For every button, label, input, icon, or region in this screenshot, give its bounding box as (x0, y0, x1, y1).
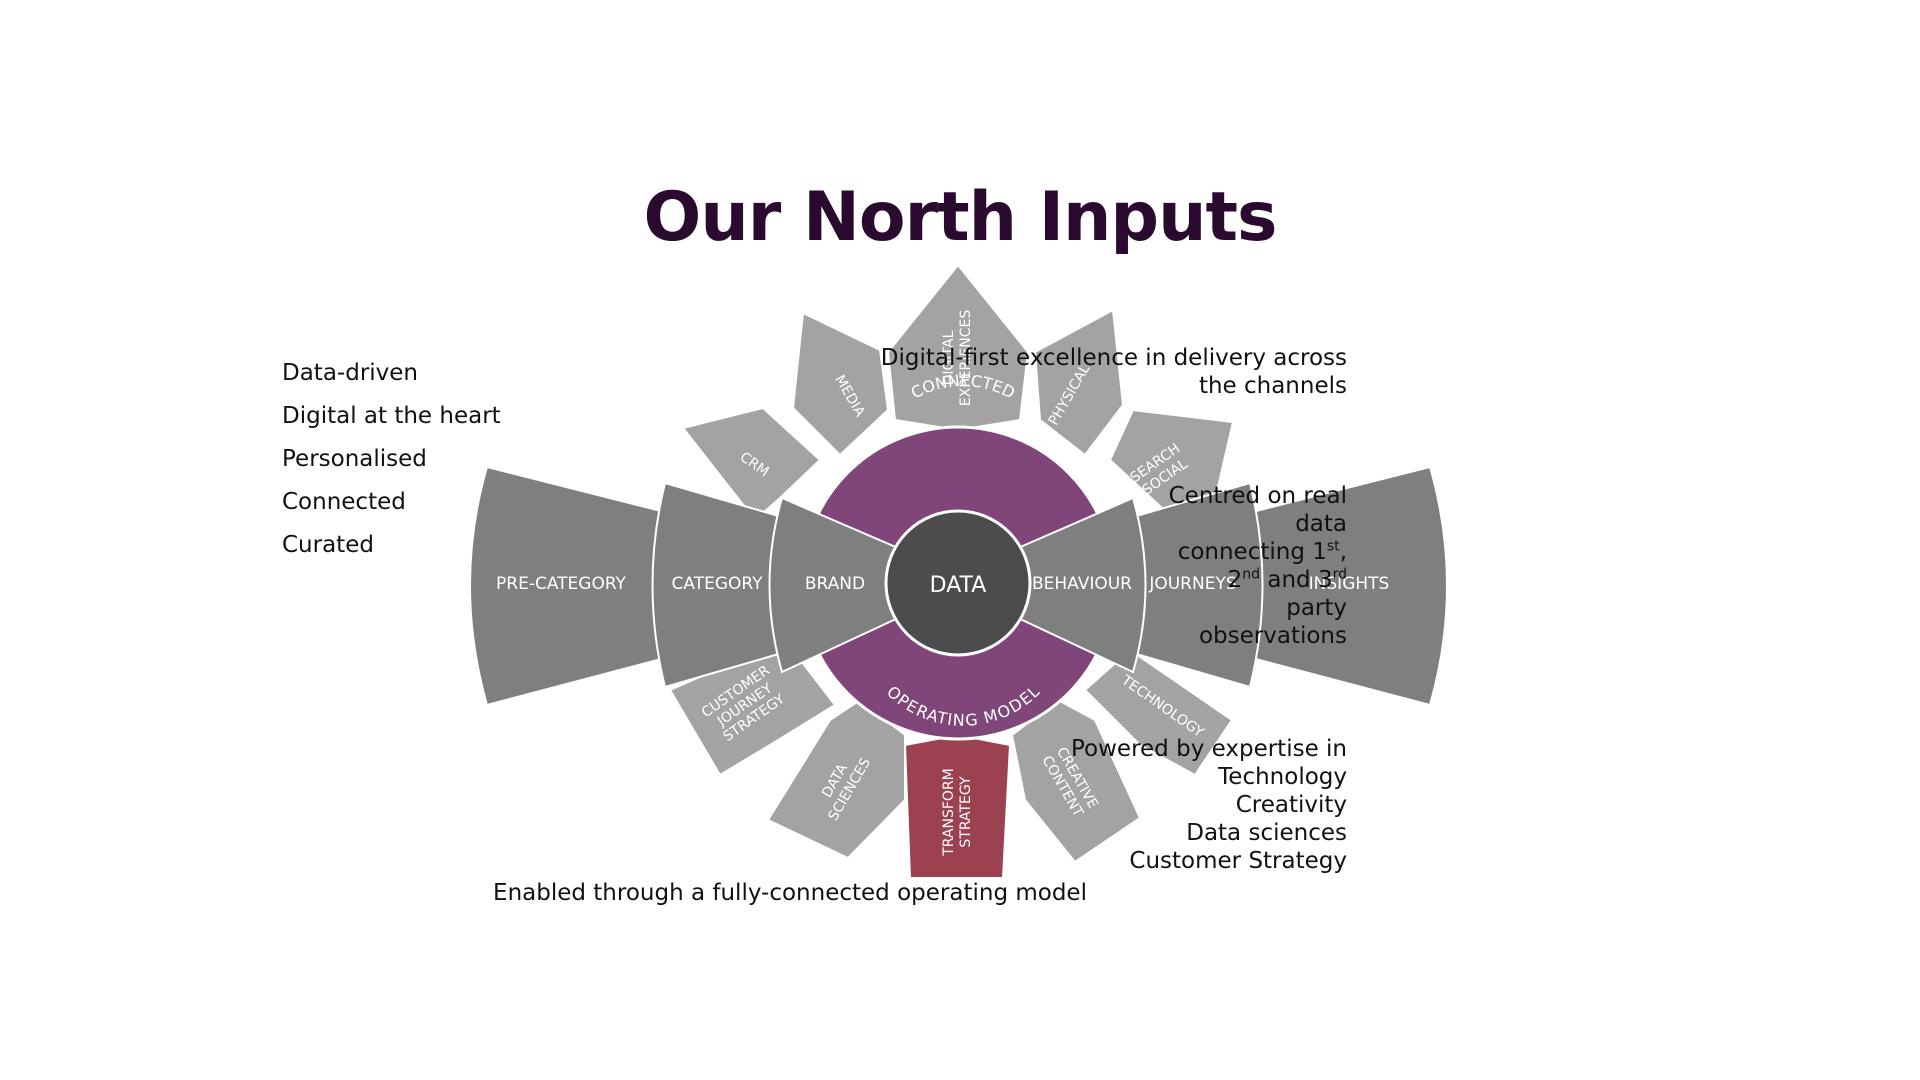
list-item: Curated (282, 532, 374, 558)
label-journeys: JOURNEYS (1148, 574, 1236, 594)
label-transform-strategy: STRATEGY (958, 776, 974, 848)
label-category: CATEGORY (672, 574, 764, 594)
text-line: Technology (1218, 764, 1347, 790)
core-data (884, 509, 1032, 657)
text-line: 2nd and 3rd (1227, 566, 1347, 593)
powered-by-text: Powered by expertise in Technology Creat… (1071, 735, 1347, 875)
text-line: Customer Strategy (1129, 848, 1347, 874)
text-line: Data sciences (1186, 820, 1347, 846)
list-item: Personalised (282, 446, 427, 472)
text-line: data (1295, 511, 1347, 537)
label-digital: DIGITAL (941, 330, 957, 385)
label-insights: INSIGHTS (1309, 574, 1390, 594)
label-brand: BRAND (805, 574, 865, 594)
text-line: Creativity (1235, 792, 1347, 818)
list-item: Digital at the heart (282, 403, 501, 429)
text-line: observations (1198, 623, 1347, 649)
operating-model-caption: Enabled through a fully-connected operat… (493, 880, 1087, 906)
label-transform: TRANSFORM (941, 768, 957, 857)
segment-digital-experiences (886, 263, 1030, 432)
centred-on-data-text: Centred on real data connecting 1st, 2nd… (1169, 482, 1347, 650)
digital-first-text: Digital-first excellence in delivery acr… (881, 344, 1347, 400)
text-line: Centred on real (1168, 483, 1347, 509)
segment-media (791, 311, 890, 457)
segment-data-sciences (766, 698, 906, 860)
text-line: party (1286, 595, 1347, 621)
label-experiences: EXPERIENCES (958, 310, 974, 407)
page-title: Our North Inputs (643, 178, 1278, 257)
list-item: Data-driven (282, 360, 419, 386)
principles-list: Data-driven Digital at the heart Persona… (282, 352, 501, 567)
text-line: the channels (1198, 373, 1347, 399)
text-line: connecting 1st, (1177, 538, 1347, 565)
label-pre-category: PRE-CATEGORY (496, 574, 627, 594)
text-line: Powered by expertise in (1071, 736, 1347, 762)
text-line: Digital-first excellence in delivery acr… (880, 345, 1347, 371)
label-behaviour: BEHAVIOUR (1032, 574, 1132, 594)
list-item: Connected (282, 489, 406, 515)
segment-physical (1033, 308, 1125, 457)
label-data-center: DATA (930, 573, 987, 598)
